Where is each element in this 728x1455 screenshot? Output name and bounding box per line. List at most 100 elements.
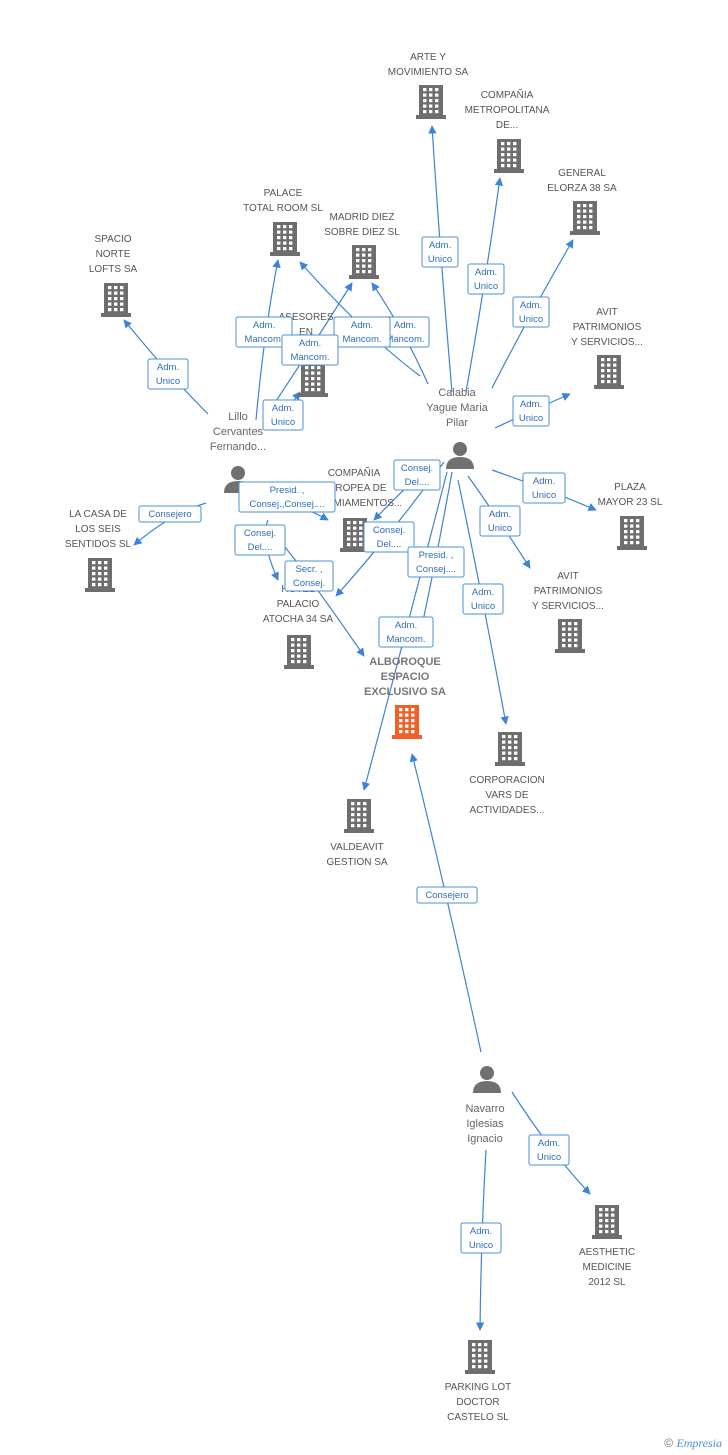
- edge-label-navarro-to-parking[interactable]: Adm.Unico: [460, 1222, 502, 1254]
- edge-label-calabia-to-avit1[interactable]: Adm.Unico: [512, 395, 550, 427]
- edge-label-box: [416, 886, 478, 904]
- edge-label-calabia-to-europea[interactable]: Consej.Del....: [363, 521, 415, 553]
- edge-label-text: Unico: [428, 254, 452, 265]
- building-icon: [85, 558, 115, 592]
- edge-label-text: Consej....: [416, 564, 456, 575]
- building-icon: [465, 1340, 495, 1374]
- node-metro[interactable]: COMPAÑIAMETROPOLITANADE...: [465, 88, 550, 173]
- edge-label-navarro-to-aesthetic[interactable]: Adm.Unico: [528, 1134, 570, 1166]
- edge-label-box: [467, 263, 505, 295]
- edge-label-box: [235, 316, 293, 348]
- node-label: Iglesias: [466, 1118, 504, 1130]
- node-label: LA CASA DE: [69, 509, 127, 520]
- edge-label-text: Adm.: [470, 1226, 492, 1237]
- edge-label-calabia-to-valdeavit[interactable]: Adm.Mancom.: [378, 616, 434, 648]
- edge-label-text: Presid. ,: [270, 485, 305, 496]
- edge-label-text: Mancom.: [290, 352, 329, 363]
- edge-label-box: [407, 546, 465, 578]
- node-label: Lillo: [228, 411, 248, 423]
- node-label: METROPOLITANA: [465, 105, 550, 116]
- building-icon: [101, 283, 131, 317]
- node-label: VALDEAVIT: [330, 842, 384, 853]
- node-label: Y SERVICIOS...: [532, 601, 604, 612]
- edge-label-calabia-to-elorza[interactable]: Adm.Unico: [512, 296, 550, 328]
- edge-label-calabia-to-arte[interactable]: Adm. Unico: [421, 236, 459, 268]
- edge-label-text: Unico: [474, 281, 498, 292]
- node-label: SENTIDOS SL: [65, 539, 132, 550]
- edge-label-lillo-to-casa[interactable]: Consejero: [138, 505, 202, 523]
- edge-label-calabia-to-plaza[interactable]: Adm.Unico: [522, 472, 566, 504]
- node-asesores[interactable]: ASESORESEN...: [278, 312, 334, 397]
- node-madrid[interactable]: MADRID DIEZ SOBRE DIEZ SL: [324, 212, 400, 279]
- node-label: EXCLUSIVO SA: [364, 686, 446, 698]
- edge-label-calabia-to-palace[interactable]: Adm.Mancom.: [333, 316, 391, 348]
- node-label: LOS SEIS: [75, 524, 121, 535]
- edge-label-calabia-to-atocha[interactable]: Consej.Del....: [393, 459, 441, 491]
- node-label: EN: [299, 327, 313, 338]
- edge-label-lillo-to-asesores[interactable]: Adm.Unico: [262, 399, 304, 431]
- node-label: PARKING LOT: [445, 1382, 512, 1393]
- building-icon: [416, 85, 446, 119]
- node-label: ELORZA 38 SA: [547, 183, 617, 194]
- node-casa[interactable]: LA CASA DE LOS SEIS SENTIDOS SL: [65, 509, 132, 592]
- edge-label-box: [462, 583, 504, 615]
- edge-label-box: [512, 296, 550, 328]
- edge-label-calabia-to-avit2[interactable]: Adm.Unico: [479, 505, 521, 537]
- node-label: CORPORACION: [469, 775, 545, 786]
- node-label: PALACIO: [277, 599, 320, 610]
- copyright-symbol: ©: [664, 1436, 674, 1450]
- edge-label-calabia-to-alboroque[interactable]: Presid. ,Consej....: [407, 546, 465, 578]
- edge-label-text: Del....: [248, 542, 273, 553]
- edge-label-lillo-to-palace[interactable]: Adm.Mancom.: [235, 316, 293, 348]
- building-icon: [594, 355, 624, 389]
- edge-label-box: [528, 1134, 570, 1166]
- building-icon: [340, 518, 370, 552]
- node-lillo[interactable]: LilloCervantesFernando...: [210, 411, 266, 493]
- edge-label-text: Consejero: [425, 890, 468, 901]
- node-label: MADRID DIEZ: [330, 212, 395, 223]
- edge-label-calabia-to-madrid[interactable]: Adm.Mancom.: [380, 316, 430, 348]
- edge-label-text: Mancom.: [386, 634, 425, 645]
- edge-label-navarro-to-alboroque[interactable]: Consejero: [416, 886, 478, 904]
- node-label: ARTE Y: [410, 52, 446, 63]
- node-label: SOBRE DIEZ SL: [324, 227, 400, 238]
- edge-label-text: Adm.: [429, 240, 451, 251]
- node-label: ALBOROQUE: [369, 656, 441, 668]
- edge-label-box: [378, 616, 434, 648]
- edge-label-lillo-to-atocha[interactable]: Consej.Del....: [234, 524, 286, 556]
- edge-label-calabia-to-metro[interactable]: Adm.Unico: [467, 263, 505, 295]
- edge-label-lillo-to-europea[interactable]: Presid. , Consej.,Consej....: [238, 481, 336, 513]
- edge-label-lillo-to-madrid[interactable]: Adm.Mancom.: [281, 334, 339, 366]
- edge-label-box: [421, 236, 459, 268]
- node-elorza[interactable]: GENERAL ELORZA 38 SA: [547, 168, 617, 235]
- edge-label-text: Mancom.: [244, 334, 283, 345]
- node-label: GENERAL: [558, 168, 606, 179]
- node-label: CASTELO SL: [447, 1412, 509, 1423]
- edge-label-box: [522, 472, 566, 504]
- edge-label-calabia-to-corporacion[interactable]: Adm.Unico: [462, 583, 504, 615]
- edge-label-box: [393, 459, 441, 491]
- edge-label-lillo-to-alboroque[interactable]: Secr. ,Consej.: [284, 560, 334, 592]
- brand-name: Empresia: [676, 1436, 722, 1450]
- node-label: PATRIMONIOS: [573, 322, 642, 333]
- edge-label-lillo-to-spacio[interactable]: Adm.Unico: [147, 358, 189, 390]
- building-icon: [617, 516, 647, 550]
- edge-label-box: [284, 560, 334, 592]
- edge-label-text: Consej.: [373, 525, 405, 536]
- node-label: Navarro: [465, 1103, 504, 1115]
- edge-label-text: Consej.,Consej....: [250, 499, 325, 510]
